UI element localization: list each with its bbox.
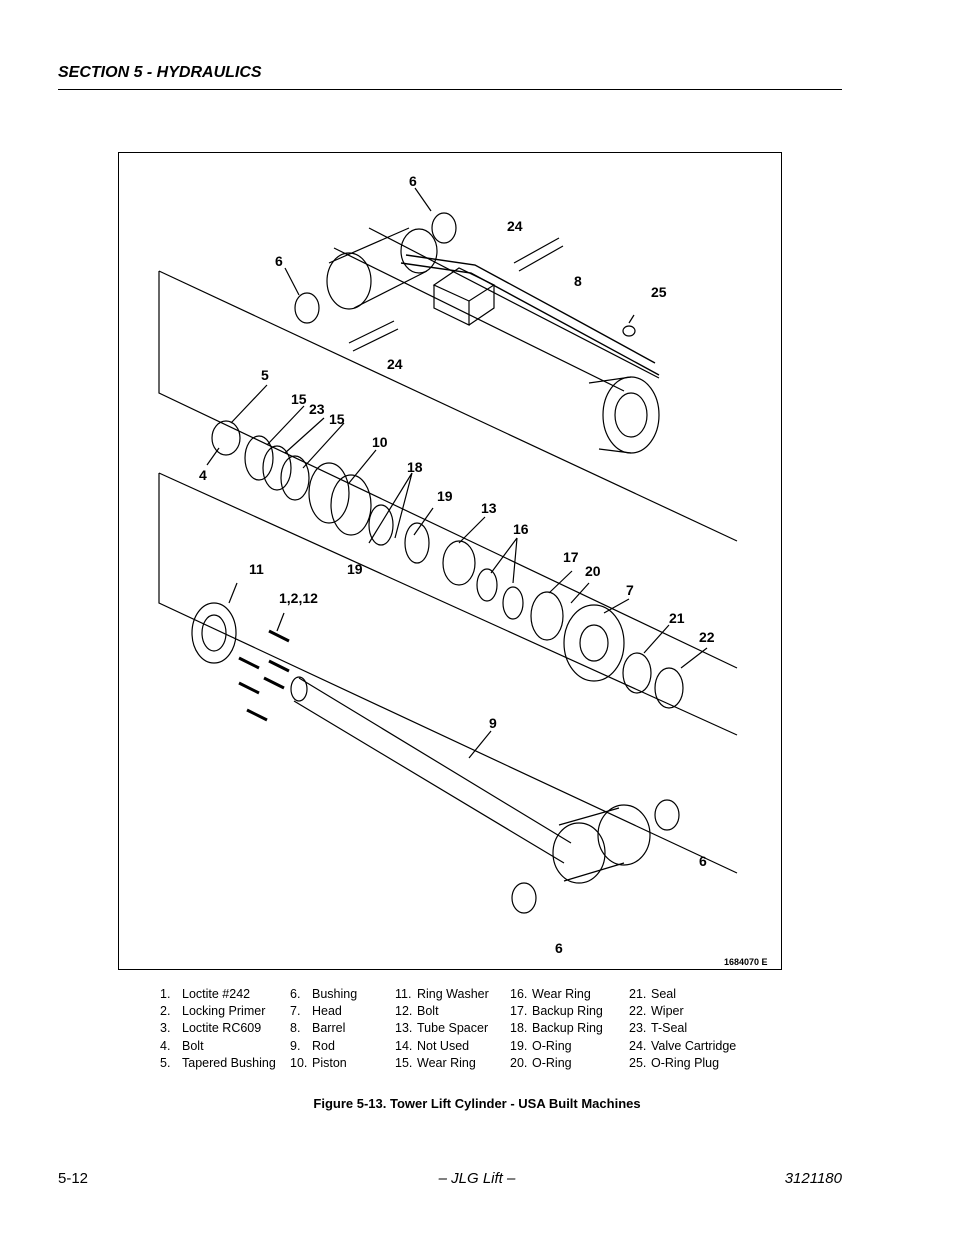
guide-line-lower — [158, 473, 738, 874]
valve-cartridge-lower — [348, 320, 399, 352]
legend-item: 15.Wear Ring — [395, 1055, 476, 1070]
tapered-bushing-part — [211, 420, 241, 456]
legend-column-4: 16.Wear Ring 17.Backup Ring 18.Backup Ri… — [510, 986, 603, 1072]
legend-item: 21.Seal — [629, 987, 677, 1001]
legend-item: 8.Barrel — [290, 1021, 346, 1036]
legend-item: 3.Loctite RC609 — [160, 1021, 262, 1036]
o-ring-plug-part — [622, 325, 636, 337]
callout-1-2-12: 1,2,12 — [279, 590, 318, 606]
legend-item: 1.Loctite #242 — [160, 987, 251, 1001]
seal-part — [622, 652, 652, 694]
callout-24-upper: 24 — [507, 218, 523, 234]
backup-ring-part — [368, 504, 394, 546]
cylinder-exploded-diagram: 6 24 6 8 25 24 5 15 23 15 10 4 18 19 13 … — [158, 173, 768, 967]
legend-column-5: 21.Seal 22.Wiper 23.T-Seal 24.Valve Cart… — [629, 986, 736, 1072]
barrel-part — [326, 227, 660, 454]
legend-column-3: 11.Ring Washer 12.Bolt 13.Tube Spacer 14… — [395, 986, 489, 1072]
callout-24-lower: 24 — [387, 356, 403, 372]
exploded-view-figure: 6 24 6 8 25 24 5 15 23 15 10 4 18 19 13 … — [118, 152, 782, 970]
callout-19-upper: 19 — [437, 488, 453, 504]
callout-11: 11 — [249, 561, 264, 577]
legend-item: 22.Wiper — [629, 1004, 684, 1019]
legend-item: 5.Tapered Bushing — [160, 1055, 276, 1070]
wiper-part — [654, 667, 684, 709]
legend-item: 23.T-Seal — [629, 1021, 688, 1036]
legend-item: 7.Head — [290, 1004, 342, 1019]
publisher-footer: – JLG Lift – — [438, 1170, 516, 1187]
legend-column-1: 1.Loctite #242 2.Locking Primer 3.Loctit… — [160, 986, 276, 1072]
legend-item: 13.Tube Spacer — [395, 1021, 489, 1036]
page-number: 5-12 — [58, 1170, 89, 1187]
legend-item: 19.O-Ring — [510, 1038, 572, 1053]
piston-part — [308, 462, 350, 524]
guide-line-upper — [158, 271, 738, 669]
legend-item: 10.Piston — [290, 1055, 347, 1070]
document-number: 3121180 — [784, 1170, 842, 1187]
callout-15-right: 15 — [329, 411, 345, 427]
callout-16: 16 — [513, 521, 529, 537]
legend-item: 11.Ring Washer — [395, 987, 489, 1001]
legend-item: 18.Backup Ring — [510, 1021, 603, 1036]
callout-20: 20 — [585, 563, 601, 579]
legend-item: 4.Bolt — [160, 1038, 204, 1053]
callout-25: 25 — [651, 284, 667, 300]
callout-6-left: 6 — [275, 253, 283, 269]
legend-item: 25.O-Ring Plug — [629, 1055, 720, 1070]
callout-17: 17 — [563, 549, 579, 565]
callout-6-bottom-right: 6 — [699, 853, 707, 869]
legend-column-2: 6.Bushing 7.Head 8.Barrel 9.Rod 10.Pisto… — [290, 986, 357, 1072]
legend-item: 6.Bushing — [290, 987, 358, 1001]
legend-item: 20.O-Ring — [510, 1055, 572, 1070]
callout-6-bottom: 6 — [555, 940, 563, 956]
legend-item: 12.Bolt — [395, 1004, 439, 1019]
callout-23: 23 — [309, 401, 325, 417]
callout-15-left: 15 — [291, 391, 307, 407]
legend-item: 2.Locking Primer — [160, 1004, 266, 1019]
head-part — [563, 604, 625, 682]
callout-13: 13 — [481, 500, 497, 516]
callout-5: 5 — [261, 367, 269, 383]
callout-8: 8 — [574, 273, 582, 289]
valve-block-part — [432, 267, 496, 326]
callout-10: 10 — [372, 434, 388, 450]
callout-21: 21 — [669, 610, 685, 626]
callout-9: 9 — [489, 715, 497, 731]
legend-item: 14.Not Used — [395, 1038, 470, 1053]
rod-part — [290, 676, 651, 884]
valve-cartridge-upper — [513, 237, 564, 272]
callout-6-top: 6 — [409, 173, 417, 189]
drawing-number: 1684070 E — [724, 957, 768, 967]
callout-19-lower: 19 — [347, 561, 363, 577]
wear-ring-part — [244, 435, 274, 481]
section-title: SECTION 5 - HYDRAULICS — [58, 64, 262, 81]
legend-item: 9.Rod — [290, 1038, 335, 1053]
callout-18: 18 — [407, 459, 423, 475]
o-ring-part — [404, 522, 430, 564]
tube-spacer-part — [442, 540, 476, 586]
callout-22: 22 — [699, 629, 715, 645]
legend-item: 24.Valve Cartridge — [629, 1038, 737, 1053]
bolts-part — [238, 629, 290, 722]
ring-washer-part — [191, 602, 237, 664]
figure-caption: Figure 5-13. Tower Lift Cylinder - USA B… — [313, 1096, 641, 1111]
header-divider — [58, 89, 842, 90]
bushing-part — [294, 292, 320, 324]
legend-item: 17.Backup Ring — [510, 1004, 603, 1019]
legend-item: 16.Wear Ring — [510, 987, 591, 1001]
callout-4: 4 — [199, 467, 207, 483]
callout-7: 7 — [626, 582, 634, 598]
